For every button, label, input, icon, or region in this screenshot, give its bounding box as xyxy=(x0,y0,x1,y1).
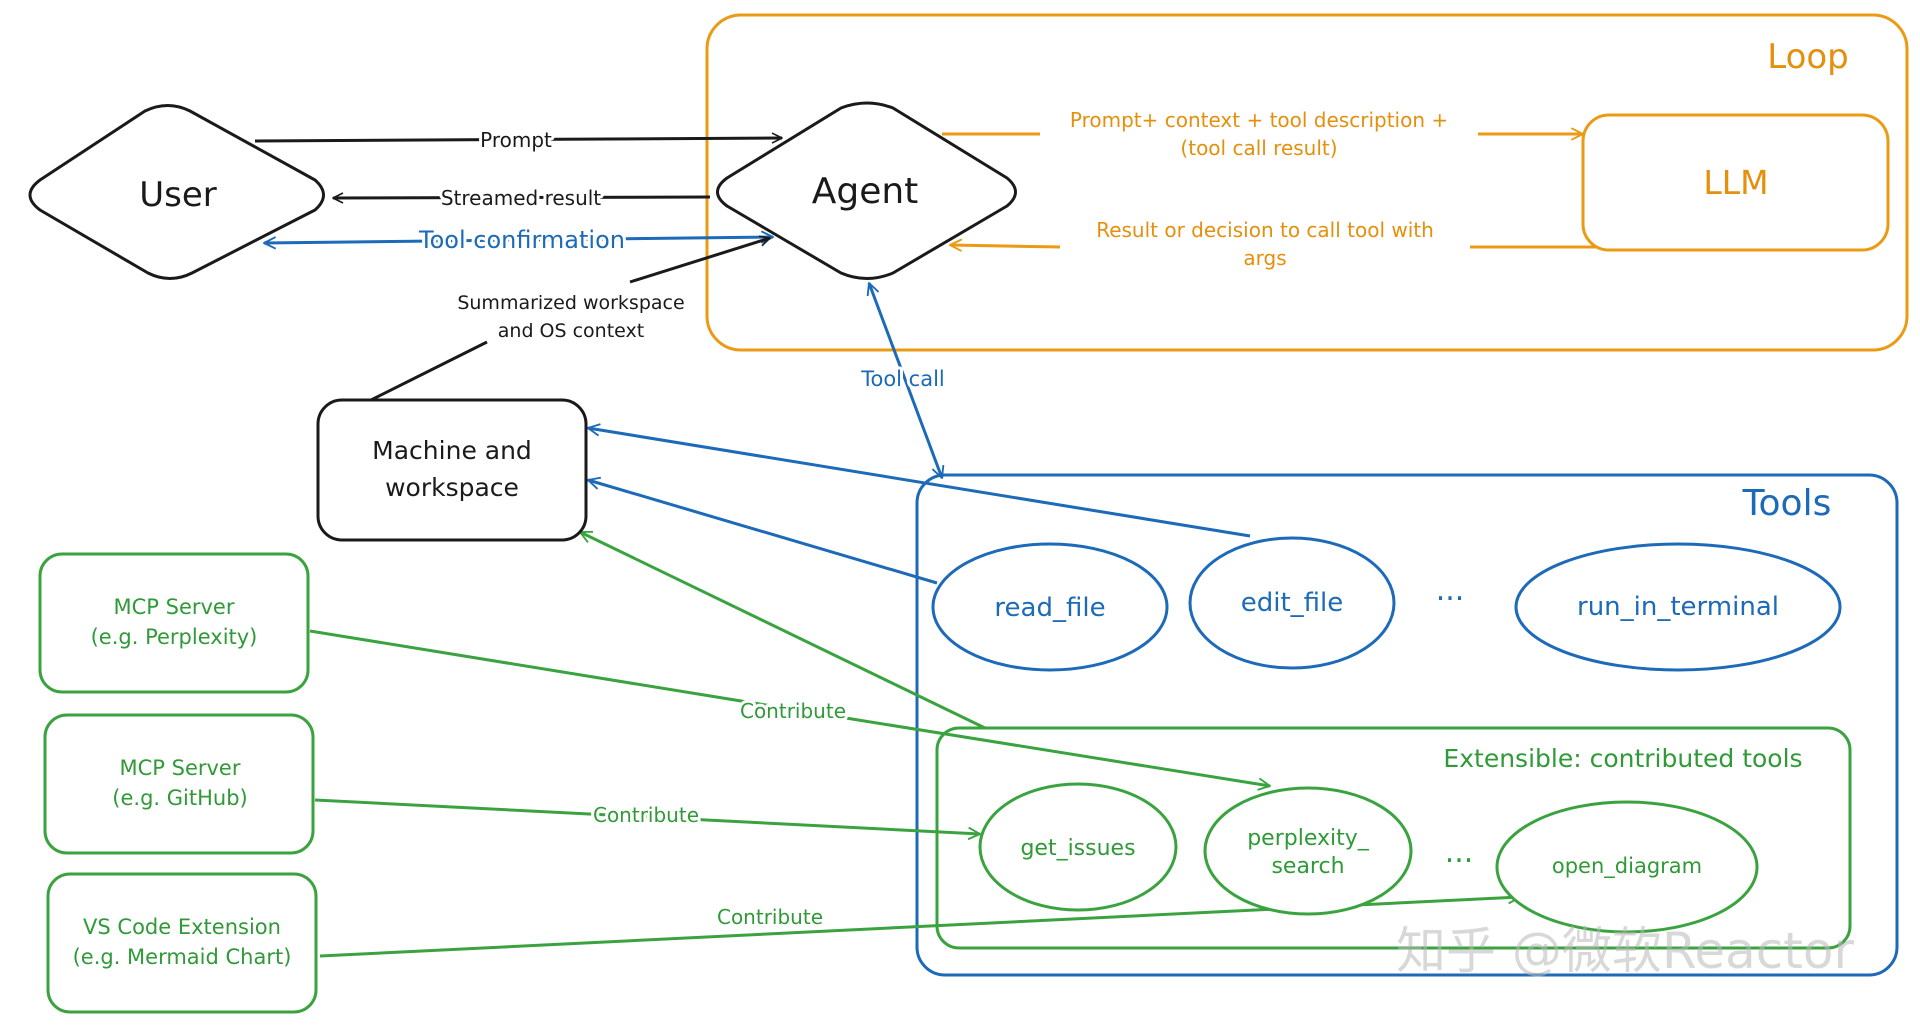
edge-prompt: Prompt xyxy=(254,125,783,155)
tool-read-file-label: read_file xyxy=(994,593,1105,623)
extensible-container: Extensible: contributed tools xyxy=(935,726,1852,950)
edge-tool-confirmation: Tool confirmation xyxy=(263,223,774,257)
tool-run-in-terminal-label: run_in_terminal xyxy=(1577,592,1779,622)
edge-contribute-3-label: Contribute xyxy=(717,905,823,929)
tool-edit-file: edit_file xyxy=(1188,536,1396,670)
edge-read-file-to-machine xyxy=(587,476,938,585)
loop-label: Loop xyxy=(1767,37,1849,77)
tools-ellipsis: ... xyxy=(1436,573,1465,608)
agent-label: Agent xyxy=(812,171,919,212)
tool-get-issues: get_issues xyxy=(978,782,1178,912)
mcp-server-github: MCP Server (e.g. GitHub) xyxy=(43,713,315,855)
llm-label: LLM xyxy=(1703,163,1768,202)
tool-perplexity-label-line1: perplexity_ xyxy=(1247,826,1370,851)
machine-label-line1: Machine and xyxy=(372,436,532,465)
edge-summarized-label-line1: Summarized workspace xyxy=(457,292,684,314)
contributed-tools-ellipsis: ... xyxy=(1445,835,1474,870)
tool-perplexity-search: perplexity_ search xyxy=(1203,786,1413,916)
edge-llm-request: Prompt+ context + tool description + (to… xyxy=(942,108,1584,160)
edge-llm-response-line2: args xyxy=(1243,246,1286,270)
tool-perplexity-label-line2: search xyxy=(1271,854,1344,879)
edge-summarized-context: Summarized workspace and OS context xyxy=(370,235,771,402)
edge-tool-call-label: Tool call xyxy=(860,367,945,391)
llm-node: LLM xyxy=(1581,113,1890,252)
edge-streamed-result: Streamed result xyxy=(332,183,711,213)
watermark: 知乎 @微软Reactor xyxy=(1396,922,1854,980)
loop-container: Loop xyxy=(705,13,1909,352)
edge-streamed-result-label: Streamed result xyxy=(441,186,601,210)
machine-workspace-node: Machine and workspace xyxy=(316,398,588,542)
mcp-github-line2: (e.g. GitHub) xyxy=(112,786,247,810)
agent-node: Agent xyxy=(716,101,1017,280)
vscode-extension: VS Code Extension (e.g. Mermaid Chart) xyxy=(46,872,318,1014)
user-node: User xyxy=(28,104,325,280)
mcp-server-perplexity: MCP Server (e.g. Perplexity) xyxy=(38,552,310,694)
edge-contribute-perplexity: Contribute xyxy=(309,629,1271,791)
tool-read-file: read_file xyxy=(931,542,1169,672)
vscode-line2: (e.g. Mermaid Chart) xyxy=(73,945,292,969)
edge-llm-response: Result or decision to call tool with arg… xyxy=(949,218,1598,270)
edge-llm-request-line2: (tool call result) xyxy=(1180,136,1337,160)
vscode-line1: VS Code Extension xyxy=(83,915,281,939)
extensible-label: Extensible: contributed tools xyxy=(1443,744,1802,773)
tool-get-issues-label: get_issues xyxy=(1020,836,1135,861)
edge-tool-confirmation-label: Tool confirmation xyxy=(418,226,625,254)
edge-contribute-github: Contribute xyxy=(314,798,981,841)
tool-open-diagram: open_diagram xyxy=(1495,800,1759,934)
edge-prompt-label: Prompt xyxy=(480,128,552,152)
mcp-github-line1: MCP Server xyxy=(120,756,241,780)
edge-llm-response-line1: Result or decision to call tool with xyxy=(1096,218,1434,242)
edge-llm-request-line1: Prompt+ context + tool description + xyxy=(1070,108,1448,132)
edge-tool-call: Tool call xyxy=(857,282,948,479)
mcp-perplexity-line2: (e.g. Perplexity) xyxy=(91,625,258,649)
edge-contribute-1-label: Contribute xyxy=(740,699,846,723)
edge-extensible-to-machine xyxy=(579,530,986,730)
tool-run-in-terminal: run_in_terminal xyxy=(1514,542,1842,672)
edge-edit-file-to-machine xyxy=(587,423,1251,538)
machine-label-line2: workspace xyxy=(385,473,519,502)
tools-label: Tools xyxy=(1742,483,1832,524)
tools-container: Tools xyxy=(915,473,1899,977)
edge-contribute-2-label: Contribute xyxy=(593,803,699,827)
mcp-perplexity-line1: MCP Server xyxy=(114,595,235,619)
edge-summarized-label-line2: and OS context xyxy=(498,320,644,342)
user-label: User xyxy=(139,175,217,215)
tool-open-diagram-label: open_diagram xyxy=(1552,854,1702,879)
tool-edit-file-label: edit_file xyxy=(1241,588,1344,618)
